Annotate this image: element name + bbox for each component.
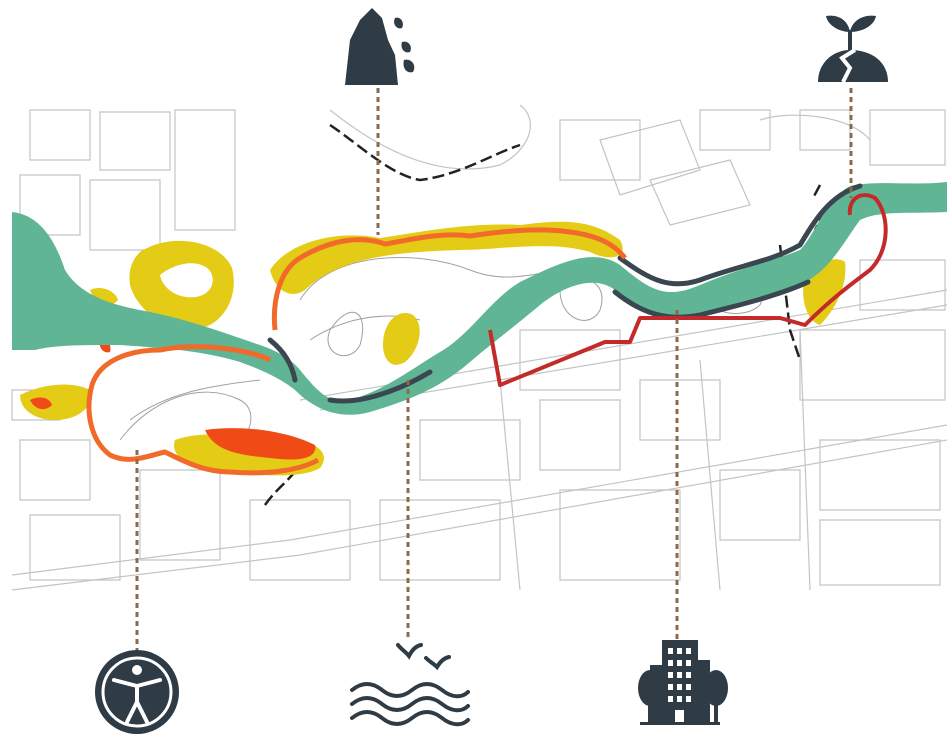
cliff-rocks-icon — [345, 8, 415, 85]
park-boundary-central — [271, 227, 627, 331]
sprout-soil-icon — [818, 15, 888, 83]
street-grid — [11, 104, 947, 591]
water-waves-birds-icon — [350, 643, 470, 727]
parkland-west — [129, 240, 234, 330]
pedestrian-accessibility-icon — [95, 650, 179, 734]
hotspot-south — [205, 428, 316, 460]
parkland-west-shore — [20, 384, 91, 420]
riverbank-edge-south — [612, 279, 811, 320]
district-boundary — [488, 193, 888, 387]
connector-lines — [135, 88, 853, 652]
river-channel — [12, 182, 947, 415]
parkland-central-pond — [383, 313, 420, 365]
parkland-west-edge — [90, 288, 118, 306]
riverbank-edge — [267, 183, 863, 404]
city-buildings-trees-icon — [638, 640, 728, 725]
hotspot-west — [30, 397, 52, 410]
park-boundary-west — [86, 344, 320, 476]
